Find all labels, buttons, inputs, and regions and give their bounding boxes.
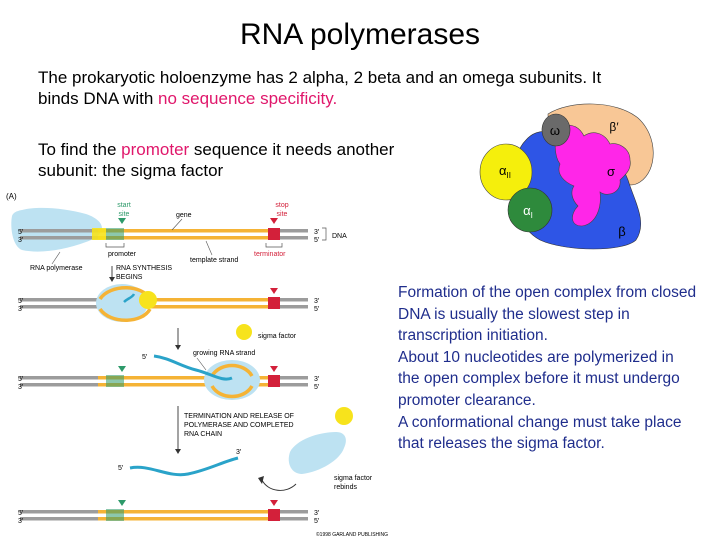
five-prime-label: 5′ xyxy=(142,354,148,361)
three-prime-label: 3′ xyxy=(18,384,24,391)
five-prime-label: 5′ xyxy=(118,465,124,472)
five-prime-label: 5′ xyxy=(18,298,24,305)
five-prime-label: 5′ xyxy=(314,306,320,313)
rna-polymerase-label: RNA polymerase xyxy=(30,265,83,272)
five-prime-label: 5′ xyxy=(314,518,320,525)
intro-text: To find the xyxy=(38,140,122,159)
three-prime-label: 3′ xyxy=(314,298,320,305)
highlight-no-specificity: no sequence specificity. xyxy=(158,89,338,108)
explanation-text: Formation of the open complex from close… xyxy=(398,282,698,455)
panel-label: (A) xyxy=(6,192,17,201)
sigma-factor-label: sigma factor xyxy=(258,333,297,340)
highlight-promoter: promoter xyxy=(121,140,190,159)
five-prime-label: 5′ xyxy=(314,384,320,391)
three-prime-label: 3′ xyxy=(314,229,320,236)
explanation-paragraph: About 10 nucleotides are polymerized in … xyxy=(398,348,680,409)
alpha-ii-subunit xyxy=(479,143,533,201)
three-prime-label: 3′ xyxy=(314,510,320,517)
intro-text: sequence it needs another subunit: the s… xyxy=(38,140,395,180)
copyright-label: ©1998 GARLAND PUBLISHING xyxy=(316,531,388,538)
sigma-label: σ xyxy=(607,164,615,179)
beta-label: β xyxy=(618,224,625,239)
dna-label: DNA xyxy=(332,233,347,240)
growing-rna-label: growing RNA strand xyxy=(193,350,255,357)
explanation-paragraph: A conformational change must take place … xyxy=(398,413,682,453)
three-prime-label: 3′ xyxy=(236,449,242,456)
omega-subunit xyxy=(541,113,571,147)
template-strand-label: template strand xyxy=(190,257,238,264)
alpha-i-label: αI xyxy=(523,203,533,220)
terminator-label: terminator xyxy=(254,251,286,258)
sigma-subunit xyxy=(554,124,631,227)
omega-label: ω xyxy=(550,123,560,138)
three-prime-label: 3′ xyxy=(18,237,24,244)
intro-text: The prokaryotic holoenzyme has 2 alpha, … xyxy=(38,68,602,108)
five-prime-label: 5′ xyxy=(18,229,24,236)
promoter-label: promoter xyxy=(108,251,137,258)
subunit-diagram: ω β′ αII σ αI β xyxy=(479,103,654,250)
alpha-i-subunit xyxy=(507,187,553,233)
row-4-released: 5′ 3′ 3′ 5′ xyxy=(18,500,320,525)
five-prime-label: 5′ xyxy=(18,376,24,383)
three-prime-label: 3′ xyxy=(18,306,24,313)
explanation-paragraph: Formation of the open complex from close… xyxy=(398,284,697,345)
intro-paragraph-2: To find the promoter sequence it needs a… xyxy=(38,139,398,181)
row-2-open-complex: 5′ 3′ 3′ 5′ xyxy=(18,284,320,322)
alpha-ii-label: αII xyxy=(499,163,511,180)
three-prime-label: 3′ xyxy=(314,376,320,383)
five-prime-label: 5′ xyxy=(314,237,320,244)
row-3-elongation: 5′ 5′ 3′ 3′ 5′ xyxy=(18,354,320,400)
three-prime-label: 3′ xyxy=(18,518,24,525)
intro-paragraph-1: The prokaryotic holoenzyme has 2 alpha, … xyxy=(38,67,638,109)
gene-label: gene xyxy=(176,212,192,219)
slide-title: RNA polymerases xyxy=(239,18,481,51)
five-prime-label: 5′ xyxy=(18,510,24,517)
beta-prime-label: β′ xyxy=(609,120,619,134)
